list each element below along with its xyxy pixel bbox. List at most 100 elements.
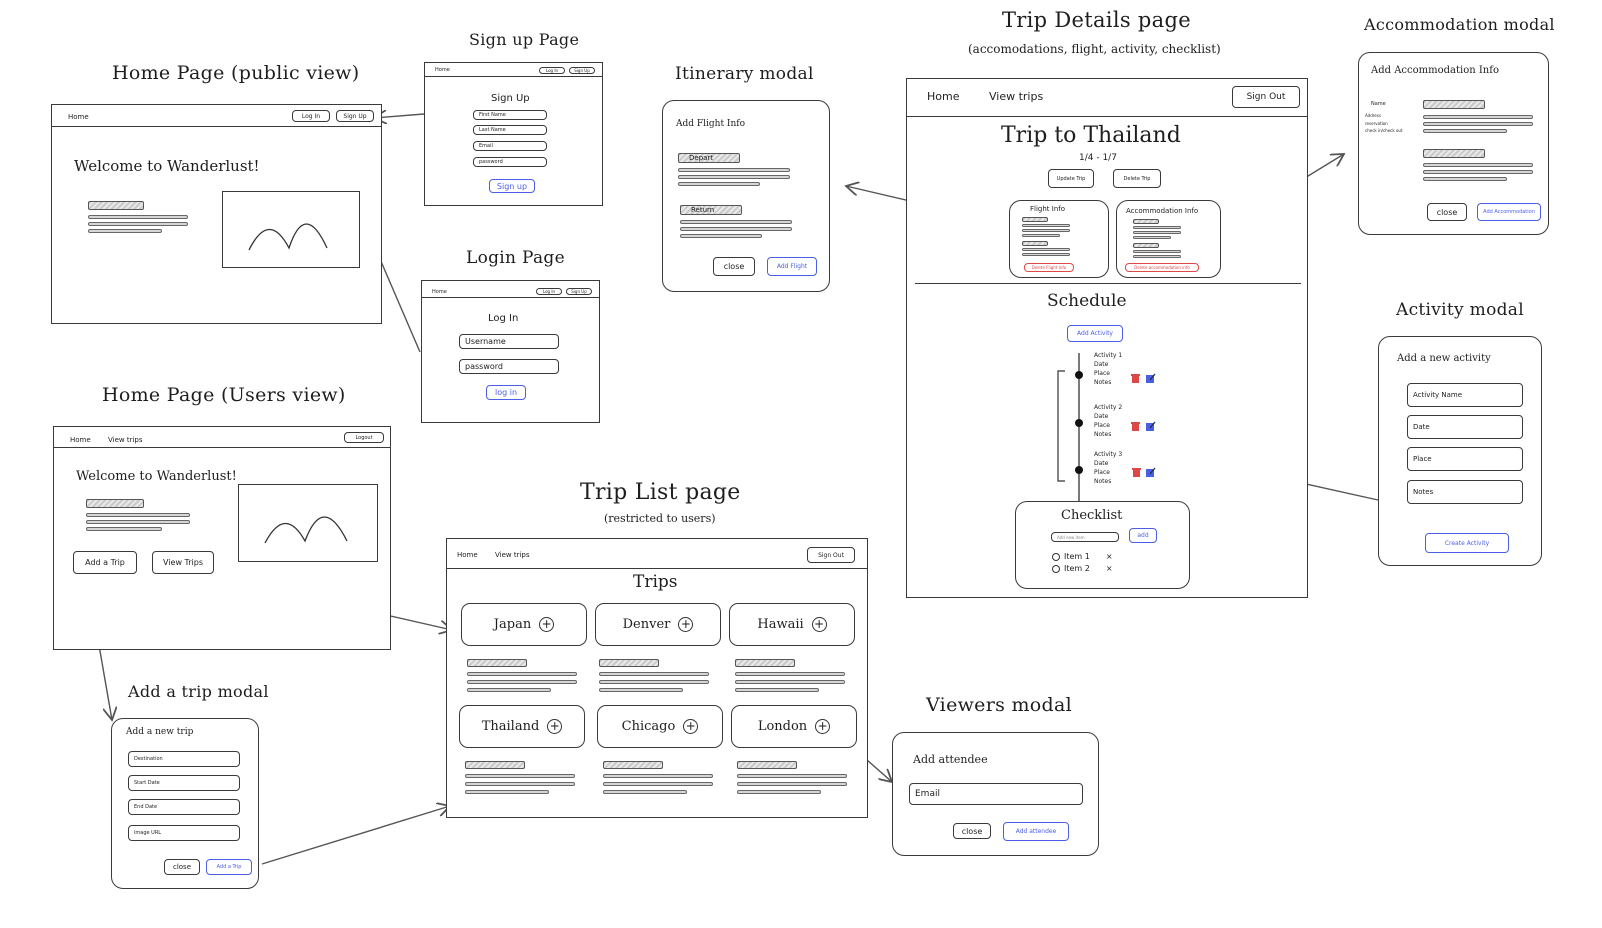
- signup-heading: Sign Up: [491, 93, 530, 104]
- trip-card-japan[interactable]: Japan+: [461, 603, 587, 646]
- trash-icon[interactable]: [1130, 373, 1141, 384]
- activity-name-field[interactable]: Activity Name: [1407, 383, 1523, 407]
- signup-submit-button[interactable]: Sign up: [489, 179, 535, 193]
- arrow-signup-to-home: [374, 114, 425, 118]
- close-button[interactable]: close: [713, 257, 755, 276]
- signup-button[interactable]: Sign Up: [336, 110, 374, 122]
- nav-home-link[interactable]: Home: [70, 436, 91, 444]
- remove-item-icon[interactable]: ×: [1105, 552, 1113, 561]
- edit-icon[interactable]: [1145, 467, 1156, 478]
- close-button[interactable]: close: [1427, 203, 1467, 221]
- checklist-add-button[interactable]: add: [1129, 528, 1157, 543]
- activity-name: Activity 1: [1094, 352, 1123, 359]
- nav-view-trips-link[interactable]: View trips: [495, 551, 530, 559]
- activity-notes-field[interactable]: Notes: [1407, 480, 1523, 504]
- home-users-title: Home Page (Users view): [102, 384, 346, 406]
- activity-date: Date: [1094, 413, 1109, 420]
- trip-summary-placeholder: [465, 761, 525, 769]
- activity-date-field[interactable]: Date: [1407, 415, 1523, 439]
- plus-circle-icon[interactable]: +: [683, 719, 699, 734]
- delete-accommodation-button[interactable]: Delete accommodation info: [1125, 263, 1199, 272]
- sign-out-button[interactable]: Sign Out: [807, 547, 855, 563]
- first-name-field[interactable]: First Name: [473, 110, 547, 120]
- nav-home-link[interactable]: Home: [927, 90, 960, 103]
- attendee-email-field[interactable]: Email: [909, 783, 1083, 805]
- add-accommodation-button[interactable]: Add Accommodation: [1477, 203, 1541, 221]
- schedule-heading: Schedule: [1047, 291, 1127, 311]
- arrow-modal-to-triplist: [261, 806, 450, 865]
- login-button[interactable]: Log In: [539, 67, 565, 74]
- checklist-item-input[interactable]: Add new item: [1051, 532, 1119, 542]
- trip-card-chicago[interactable]: Chicago+: [597, 705, 723, 748]
- close-button[interactable]: close: [953, 823, 991, 839]
- trip-card-london[interactable]: London+: [731, 705, 857, 748]
- flight-placeholder: [1022, 217, 1048, 222]
- trip-summary-line: [467, 672, 577, 676]
- home-users-frame: Home View trips Logout Welcome to Wander…: [53, 426, 391, 650]
- accommodation-reservation-label: reservation: [1365, 121, 1388, 126]
- password-field[interactable]: password: [473, 157, 547, 167]
- nav-divider: [54, 447, 390, 448]
- plus-circle-icon[interactable]: +: [811, 617, 827, 632]
- last-name-field[interactable]: Last Name: [473, 125, 547, 135]
- update-trip-button[interactable]: Update Trip: [1048, 169, 1094, 188]
- nav-home-link[interactable]: Home: [432, 289, 447, 295]
- email-field[interactable]: Email: [473, 141, 547, 151]
- depart-line: [678, 182, 760, 186]
- username-field[interactable]: Username: [459, 334, 559, 349]
- password-field[interactable]: password: [459, 359, 559, 374]
- trash-icon[interactable]: [1131, 467, 1142, 478]
- nav-home-link[interactable]: Home: [435, 67, 450, 73]
- radio-icon[interactable]: [1052, 564, 1060, 573]
- login-submit-button[interactable]: log in: [486, 385, 526, 400]
- start-date-field[interactable]: Start Date: [128, 775, 240, 791]
- nav-home-link[interactable]: Home: [457, 551, 478, 559]
- close-button[interactable]: close: [164, 859, 200, 875]
- activity-name: Activity 2: [1094, 404, 1123, 411]
- edit-icon[interactable]: [1145, 373, 1156, 384]
- nav-divider: [907, 116, 1307, 117]
- signup-button[interactable]: Sign Up: [566, 288, 592, 295]
- radio-icon[interactable]: [1052, 552, 1060, 561]
- add-trip-submit-button[interactable]: Add a Trip: [206, 859, 252, 875]
- flight-info-card[interactable]: Flight Info Delete Flight Info: [1009, 200, 1109, 278]
- add-flight-button[interactable]: Add Flight: [767, 257, 817, 276]
- trip-card-thailand[interactable]: Thailand+: [459, 705, 585, 748]
- end-date-field[interactable]: End Date: [128, 799, 240, 815]
- content-line: [86, 527, 162, 531]
- add-attendee-button[interactable]: Add attendee: [1003, 822, 1069, 841]
- plus-circle-icon[interactable]: +: [539, 617, 555, 632]
- add-activity-button[interactable]: Add Activity: [1067, 325, 1123, 342]
- delete-flight-button[interactable]: Delete Flight Info: [1024, 263, 1074, 272]
- nav-view-trips-link[interactable]: View trips: [108, 436, 143, 444]
- trip-card-hawaii[interactable]: Hawaii+: [729, 603, 855, 646]
- login-button[interactable]: Log In: [292, 110, 330, 122]
- sign-out-button[interactable]: Sign Out: [1232, 86, 1300, 108]
- checklist-item[interactable]: Item 1 ×: [1052, 552, 1113, 561]
- create-activity-button[interactable]: Create Activity: [1425, 533, 1509, 553]
- signup-button[interactable]: Sign Up: [569, 67, 595, 74]
- logout-button[interactable]: Logout: [344, 432, 384, 443]
- plus-circle-icon[interactable]: +: [815, 719, 831, 734]
- login-button[interactable]: Log In: [536, 288, 562, 295]
- flight-line: [1022, 224, 1070, 227]
- nav-home-link[interactable]: Home: [68, 113, 89, 121]
- accommodation-info-card[interactable]: Accommodation Info Delete accommodation …: [1116, 200, 1221, 278]
- destination-field[interactable]: Destination: [128, 751, 240, 767]
- content-line: [86, 520, 190, 524]
- flight-info-heading: Flight Info: [1030, 205, 1066, 213]
- view-trips-button[interactable]: View Trips: [152, 551, 214, 574]
- trash-icon[interactable]: [1130, 421, 1141, 432]
- plus-circle-icon[interactable]: +: [678, 617, 694, 632]
- checklist-item[interactable]: Item 2 ×: [1052, 564, 1113, 573]
- edit-icon[interactable]: [1145, 421, 1156, 432]
- nav-view-trips-link[interactable]: View trips: [989, 90, 1044, 103]
- plus-circle-icon[interactable]: +: [547, 719, 563, 734]
- remove-item-icon[interactable]: ×: [1105, 564, 1113, 573]
- trip-card-denver[interactable]: Denver+: [595, 603, 721, 646]
- delete-trip-button[interactable]: Delete Trip: [1113, 169, 1161, 188]
- activity-modal-frame: Add a new activity Activity Name Date Pl…: [1378, 336, 1542, 566]
- activity-place-field[interactable]: Place: [1407, 447, 1523, 471]
- add-trip-button[interactable]: Add a Trip: [73, 551, 137, 574]
- image-url-field[interactable]: image URL: [128, 825, 240, 841]
